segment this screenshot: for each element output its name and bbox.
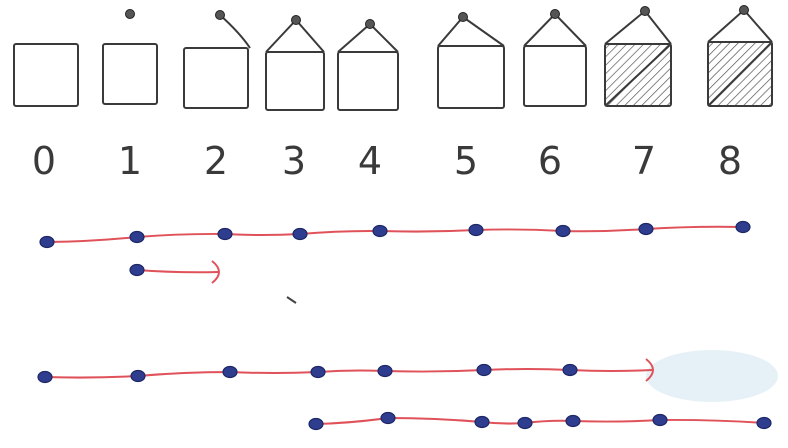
frame-5 xyxy=(438,13,504,109)
frame-7 xyxy=(605,7,671,107)
frame-label-3: 3 xyxy=(282,139,306,183)
frame-string xyxy=(605,11,671,44)
frame-label-8: 8 xyxy=(718,139,742,183)
frame-label-7: 7 xyxy=(632,139,656,183)
nail-dot xyxy=(641,7,650,16)
line-dot xyxy=(40,237,54,248)
frame-box xyxy=(338,52,398,110)
picture-frames xyxy=(14,6,772,111)
line-dot xyxy=(38,372,52,383)
line-dot xyxy=(309,419,323,430)
frame-label-1: 1 xyxy=(118,139,142,183)
line-dot xyxy=(475,417,489,428)
nail-dot xyxy=(126,10,135,19)
second-number-line xyxy=(38,359,653,383)
frame-box xyxy=(524,46,586,106)
frame-box xyxy=(103,44,157,104)
frame-label-5: 5 xyxy=(454,139,478,183)
line-dot xyxy=(566,416,580,427)
stray-mark xyxy=(287,297,296,303)
line-dot xyxy=(563,365,577,376)
frame-string xyxy=(708,10,772,42)
frame-string xyxy=(220,15,250,48)
frame-box xyxy=(14,44,78,106)
frame-6 xyxy=(524,10,586,107)
frame-8 xyxy=(708,6,772,107)
first-number-line xyxy=(40,222,750,248)
nail-dot xyxy=(292,16,301,25)
line-dot xyxy=(757,418,771,429)
line-dot xyxy=(518,418,532,429)
line-dot xyxy=(736,222,750,233)
line-dot xyxy=(556,226,570,237)
third-number-line xyxy=(309,413,771,430)
line-dot xyxy=(218,229,232,240)
frame-0 xyxy=(14,44,78,106)
smudge-mark xyxy=(646,350,778,402)
nail-dot xyxy=(366,20,375,29)
frame-2 xyxy=(184,11,250,109)
frame-label-4: 4 xyxy=(358,139,382,183)
line-stroke xyxy=(137,270,218,272)
line-dot xyxy=(378,366,392,377)
frame-label-2: 2 xyxy=(204,139,228,183)
frame-label-6: 6 xyxy=(538,139,562,183)
frame-label-0: 0 xyxy=(32,139,56,183)
nail-dot xyxy=(459,13,468,22)
frame-box xyxy=(184,48,248,108)
line-dot xyxy=(311,367,325,378)
line-dot xyxy=(639,224,653,235)
line-dot xyxy=(477,365,491,376)
line-dot xyxy=(223,367,237,378)
frame-labels: 0 1 2 3 4 5 6 7 8 xyxy=(32,139,742,183)
line-dot xyxy=(130,265,144,276)
frame-1 xyxy=(103,10,157,105)
frame-4 xyxy=(338,20,398,111)
line-dot xyxy=(469,225,483,236)
line-dot xyxy=(373,226,387,237)
line-dot xyxy=(381,413,395,424)
frame-box xyxy=(266,52,324,110)
nail-dot xyxy=(740,6,749,15)
first-jump xyxy=(130,261,219,283)
line-dot xyxy=(293,229,307,240)
frame-3 xyxy=(266,16,324,111)
frame-string xyxy=(438,17,504,46)
line-dot xyxy=(131,371,145,382)
number-lines xyxy=(38,222,771,430)
frame-box xyxy=(438,46,504,108)
nail-dot xyxy=(216,11,225,20)
line-dot xyxy=(130,232,144,243)
line-dot xyxy=(653,415,667,426)
nail-dot xyxy=(551,10,560,19)
